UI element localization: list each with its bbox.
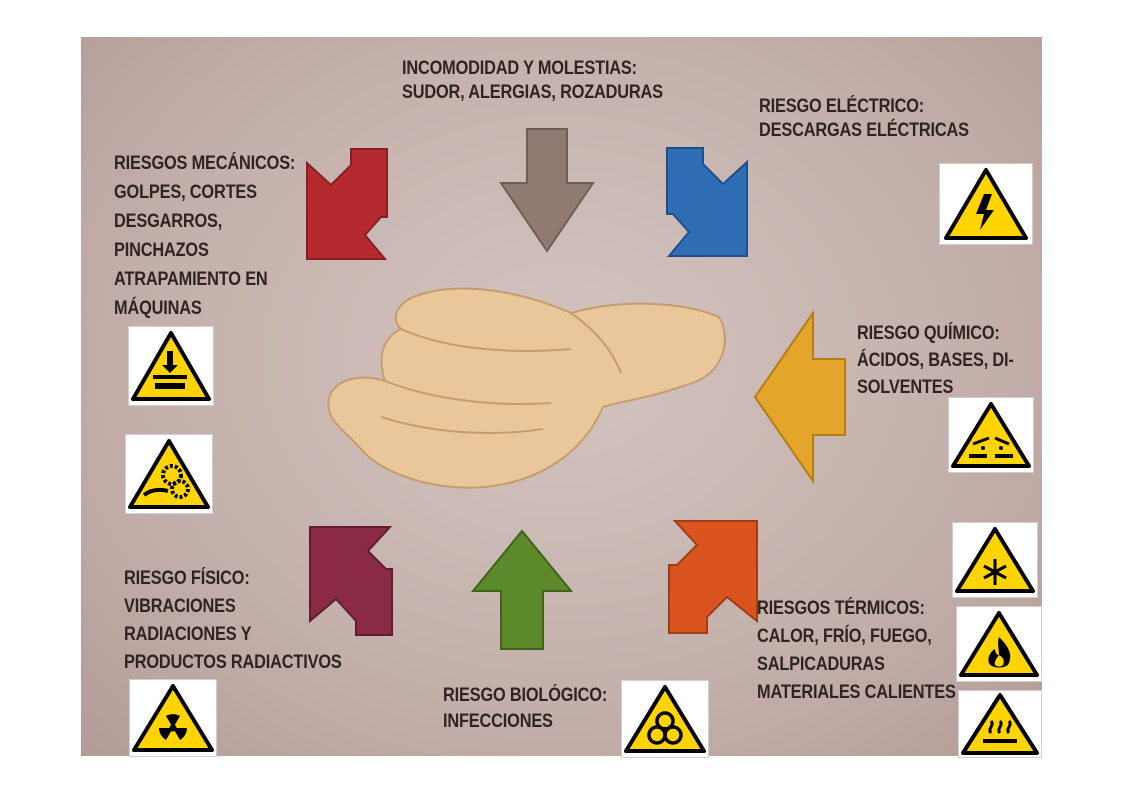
corrosive-hazard-sign xyxy=(948,397,1034,473)
arrow-electrical xyxy=(666,147,748,257)
arrow-biological xyxy=(471,529,573,650)
hand-icon xyxy=(327,287,726,489)
label-chemical-risk: RIESGO QUÍMICO: ÁCIDOS, BASES, DI- SOLVE… xyxy=(857,323,1014,398)
label-discomfort: INCOMODIDAD Y MOLESTIAS: SUDOR, ALERGIAS… xyxy=(402,58,663,103)
crush-hazard-icon xyxy=(131,331,211,401)
flame-icon xyxy=(959,611,1039,677)
radiation-hazard-sign xyxy=(129,679,217,757)
label-physical-risk: RIESGO FÍSICO: VIBRACIONES RADIACIONES Y… xyxy=(124,568,342,673)
radiation-icon xyxy=(132,684,214,752)
arrow-mechanical xyxy=(306,148,388,260)
arrow-thermal xyxy=(668,520,758,634)
crush-hazard-sign xyxy=(128,326,214,406)
low-temperature-sign xyxy=(952,522,1038,598)
gear-entanglement-icon xyxy=(128,439,210,509)
arrow-physical xyxy=(309,526,393,636)
hot-surface-sign xyxy=(958,690,1042,758)
label-biological-risk: RIESGO BIOLÓGICO: INFECCIONES xyxy=(443,685,608,732)
biohazard-sign xyxy=(621,680,709,758)
arrow-down xyxy=(499,128,595,253)
label-electrical-risk: RIESGO ELÉCTRICO: DESCARGAS ELÉCTRICAS xyxy=(759,96,969,141)
hot-surface-icon xyxy=(961,693,1039,755)
flammable-sign xyxy=(956,606,1042,682)
margin-strip xyxy=(1042,520,1122,760)
corrosive-hazard-icon xyxy=(951,402,1031,468)
label-thermal-risk: RIESGOS TÉRMICOS: CALOR, FRÍO, FUEGO, SA… xyxy=(757,598,956,703)
arrow-chemical xyxy=(753,309,846,485)
electric-hazard-icon xyxy=(944,168,1028,240)
snowflake-icon xyxy=(955,527,1035,593)
gear-entanglement-sign xyxy=(125,434,213,514)
label-mechanical-risk: RIESGOS MECÁNICOS: GOLPES, CORTES DESGAR… xyxy=(114,153,296,319)
biohazard-icon xyxy=(624,685,706,753)
risk-poster: INCOMODIDAD Y MOLESTIAS: SUDOR, ALERGIAS… xyxy=(81,37,1042,756)
electric-hazard-sign xyxy=(939,163,1033,245)
